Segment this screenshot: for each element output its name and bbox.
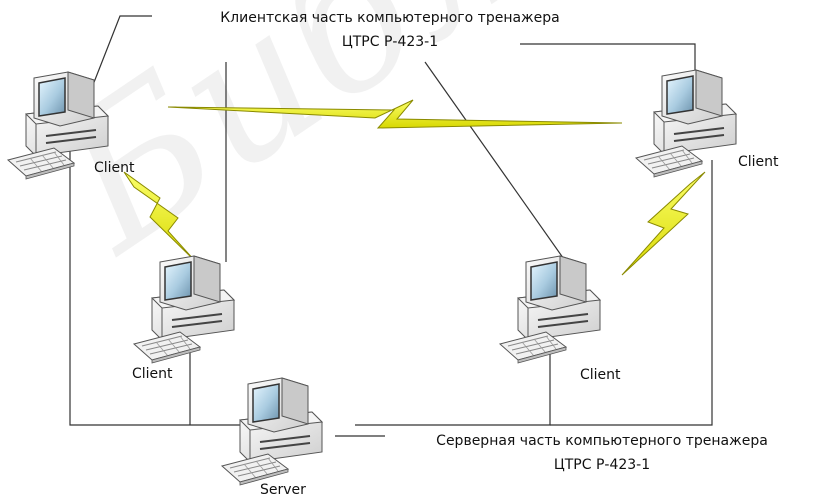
left-bus-line [69, 132, 265, 426]
client-computer-mid-right [499, 255, 601, 364]
client-computer-mid-left [133, 255, 235, 364]
client-computer-top-left [7, 71, 109, 180]
client-label-top-right: Client [738, 154, 779, 170]
lightning-bolt-left [123, 171, 197, 263]
client-part-caption-line1: Клиентская часть компьютерного тренажера [220, 10, 560, 26]
client-caption-leader-right [424, 61, 574, 273]
client-label-mid-right: Client [580, 367, 621, 383]
lightning-bolt-right [621, 171, 706, 276]
client-label-mid-left: Client [132, 366, 173, 382]
connection-lines [69, 15, 713, 437]
client-caption-leader-top-right [520, 43, 696, 82]
client-part-caption-line2: ЦТРС Р-423-1 [341, 34, 439, 50]
server-computer [221, 377, 323, 486]
server-part-caption-line2: ЦТРС Р-423-1 [553, 457, 651, 473]
server-part-caption-line1: Серверная часть компьютерного тренажера [436, 433, 768, 449]
lightning-bolt-top [167, 99, 623, 129]
client-label-top-left: Client [94, 160, 135, 176]
client-part-caption: Клиентская часть компьютерного тренажера… [155, 6, 625, 54]
client-computer-top-right [635, 69, 737, 178]
server-label: Server [260, 482, 306, 498]
server-part-caption: Серверная часть компьютерного тренажера … [386, 429, 818, 477]
right-bus-line [550, 160, 713, 426]
